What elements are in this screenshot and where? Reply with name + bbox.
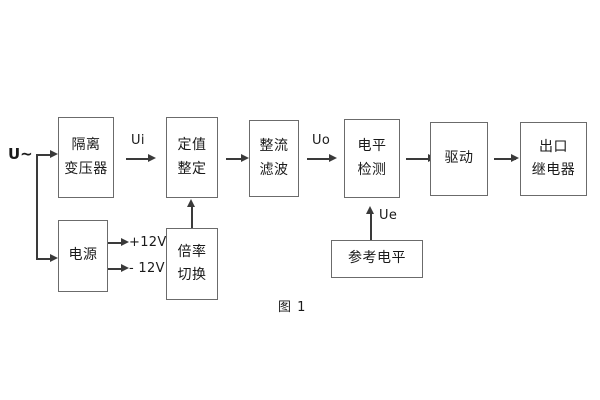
arrow-drive-to-output-relay — [511, 154, 519, 162]
block-line-2: 滤波 — [259, 161, 289, 178]
signal-label-pos12v: +12V — [129, 235, 167, 250]
block-reference-level[interactable]: 参考电平 — [331, 240, 423, 278]
block-line-1: 定值 — [177, 137, 207, 154]
arrow-power-neg12v — [121, 264, 129, 272]
block-ratio-switch[interactable]: 倍率 切换 — [166, 228, 218, 300]
rail-power-neg12v — [108, 268, 122, 270]
signal-label-ue: Ue — [379, 208, 398, 223]
block-line-2: 整定 — [177, 160, 207, 177]
block-power-supply[interactable]: 电源 — [58, 220, 108, 292]
arrow-input-to-power-supply — [50, 254, 58, 262]
rail-reference-to-level-detect — [370, 213, 372, 240]
arrow-input-to-transformer — [50, 150, 58, 158]
rail-ratio-switch-to-setpoint — [191, 206, 193, 228]
input-split-vertical-rail — [36, 154, 38, 259]
arrow-rectify-to-level-detect — [329, 154, 337, 162]
block-output-relay[interactable]: 出口 继电器 — [520, 122, 587, 196]
block-line-1: 倍率 — [177, 243, 207, 260]
block-line-2: 检测 — [357, 161, 387, 178]
block-rectify-filter[interactable]: 整流 滤波 — [249, 120, 299, 197]
rail-setpoint-to-rectify — [226, 158, 241, 160]
block-line-1: 电平 — [357, 138, 387, 155]
arrow-setpoint-to-rectify — [241, 154, 249, 162]
input-label-u: U~ — [8, 145, 33, 163]
arrow-ratio-switch-to-setpoint — [187, 199, 195, 207]
block-line-1: 驱动 — [444, 150, 474, 167]
block-line-1: 参考电平 — [348, 250, 406, 267]
input-rail-to-transformer — [36, 154, 50, 156]
signal-label-ui: Ui — [131, 133, 145, 148]
rail-drive-to-output-relay — [494, 158, 516, 160]
rail-rectify-to-level-detect — [307, 158, 329, 160]
block-line-1: 整流 — [259, 138, 289, 155]
rail-transformer-to-setpoint — [126, 158, 148, 160]
arrow-reference-to-level-detect — [366, 206, 374, 214]
figure-caption: 图 1 — [278, 300, 307, 315]
arrow-transformer-to-setpoint — [148, 154, 156, 162]
block-line-1: 出口 — [539, 138, 568, 155]
rail-power-pos12v — [108, 242, 122, 244]
input-rail-to-power-supply — [36, 258, 50, 260]
block-drive[interactable]: 驱动 — [430, 122, 488, 196]
block-line-1: 电源 — [68, 247, 98, 264]
block-line-2: 变压器 — [64, 160, 108, 177]
block-level-detect[interactable]: 电平 检测 — [344, 119, 400, 198]
block-line-1: 隔离 — [71, 137, 101, 154]
signal-label-neg12v: - 12V — [129, 261, 165, 276]
block-setpoint-adjust[interactable]: 定值 整定 — [166, 117, 218, 198]
block-line-2: 继电器 — [531, 162, 576, 178]
rail-level-detect-to-drive — [406, 158, 428, 160]
block-line-2: 切换 — [177, 267, 207, 283]
block-isolation-transformer[interactable]: 隔离 变压器 — [58, 117, 114, 198]
signal-label-uo: Uo — [312, 133, 331, 148]
arrow-power-pos12v — [121, 238, 129, 246]
